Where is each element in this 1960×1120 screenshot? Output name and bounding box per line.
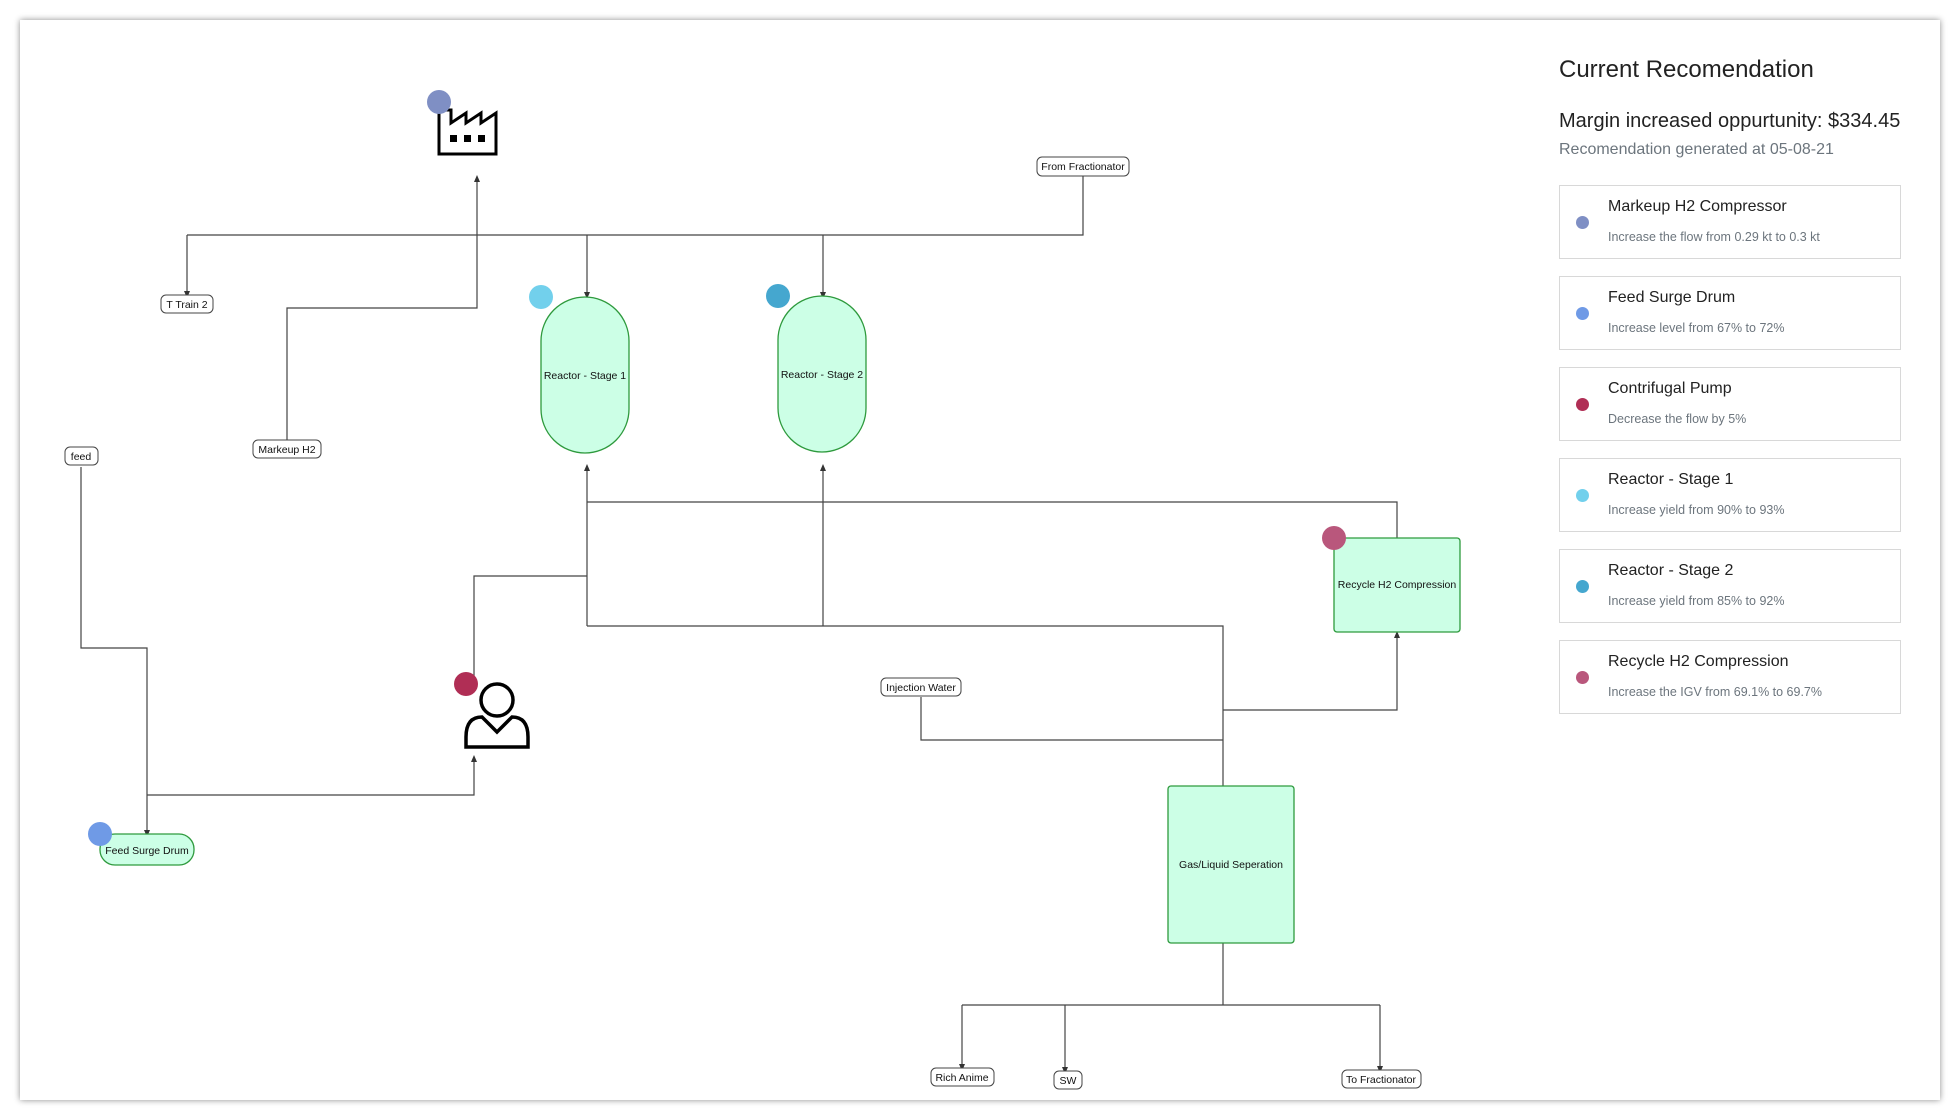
status-dot (1576, 671, 1589, 684)
card-description: Decrease the flow by 5% (1608, 412, 1747, 426)
line-feed-to-surge (80, 467, 150, 837)
gas-liquid-separation[interactable]: Gas/Liquid Seperation (1167, 785, 1295, 944)
line-markeup-to-factory (286, 175, 480, 440)
tag-rich-anime-label: Rich Anime (935, 1072, 988, 1084)
gas-liquid-separation-shape (1167, 785, 1295, 944)
recommendation-card[interactable]: Reactor - Stage 1 Increase yield from 90… (1559, 458, 1901, 532)
tag-from-fractionator-label: From Fractionator (1041, 161, 1125, 173)
card-title: Reactor - Stage 1 (1608, 471, 1734, 488)
feed-surge-drum[interactable]: Feed Surge Drum (99, 833, 195, 866)
recycle-h2-compression-shape (1333, 537, 1461, 633)
status-dot (1576, 307, 1589, 320)
tag-from-fractionator[interactable]: From Fractionator (1036, 156, 1130, 177)
reactor-2-status-dot (766, 284, 790, 308)
reactor-stage-1-label: Reactor - Stage 1 (544, 370, 626, 382)
person-icon[interactable] (464, 682, 530, 749)
card-title: Feed Surge Drum (1608, 289, 1736, 306)
tag-markeup-h2[interactable]: Markeup H2 (252, 439, 322, 459)
status-dot (1576, 216, 1589, 229)
recommendation-panel: Current Recomendation Margin increased o… (1559, 56, 1901, 731)
status-dot (1576, 580, 1589, 593)
line-recycle-return (587, 501, 1398, 538)
card-title: Recycle H2 Compression (1608, 653, 1789, 670)
recommendation-card[interactable]: Markeup H2 Compressor Increase the flow … (1559, 185, 1901, 259)
card-description: Increase the flow from 0.29 kt to 0.3 kt (1608, 230, 1820, 244)
recommendation-card[interactable]: Reactor - Stage 2 Increase yield from 85… (1559, 549, 1901, 623)
generated-timestamp: Recomendation generated at 05-08-21 (1559, 141, 1834, 158)
tag-markeup-h2-label: Markeup H2 (258, 444, 315, 456)
tag-feed-label: feed (71, 451, 92, 463)
top-header-line (187, 172, 1084, 236)
line-to-recycle-compressor (1223, 631, 1400, 711)
card-description: Increase the IGV from 69.1% to 69.7% (1608, 685, 1823, 699)
tag-sw[interactable]: SW (1053, 1070, 1083, 1090)
reactor-stage-1-shape (540, 296, 630, 454)
line-effluent-to-separator (587, 625, 1226, 793)
tag-injection-water[interactable]: Injection Water (880, 677, 962, 697)
feed-surge-status-dot (88, 822, 112, 846)
recommendation-card[interactable]: Contrifugal Pump Decrease the flow by 5% (1559, 367, 1901, 441)
recommendation-card[interactable]: Recycle H2 Compression Increase the IGV … (1559, 640, 1901, 714)
pipe-lines (80, 172, 1400, 1074)
markeup-h2-status-dot (427, 90, 451, 114)
reactor-stage-1[interactable]: Reactor - Stage 1 (540, 296, 630, 454)
tag-injection-water-label: Injection Water (886, 682, 956, 694)
status-dot (1576, 489, 1589, 502)
recycle-status-dot (1322, 526, 1346, 550)
line-pump-to-reactors (473, 575, 587, 678)
tag-t-train-2[interactable]: T Train 2 (160, 294, 214, 314)
card-description: Increase yield from 85% to 92% (1608, 594, 1785, 608)
card-description: Increase yield from 90% to 93% (1608, 503, 1785, 517)
tag-rich-anime[interactable]: Rich Anime (930, 1067, 995, 1087)
card-title: Contrifugal Pump (1608, 380, 1732, 397)
reactor-stage-2-shape (777, 295, 867, 453)
tag-to-fractionator[interactable]: To Fractionator (1341, 1069, 1422, 1089)
card-title: Reactor - Stage 2 (1608, 562, 1734, 579)
tag-feed[interactable]: feed (64, 446, 99, 466)
card-title: Markeup H2 Compressor (1608, 198, 1787, 215)
gas-liquid-separation-label: Gas/Liquid Seperation (1179, 859, 1283, 871)
tag-to-fractionator-label: To Fractionator (1346, 1074, 1417, 1086)
recycle-h2-compression[interactable]: Recycle H2 Compression (1333, 537, 1461, 633)
process-flow-diagram: Reactor - Stage 1 Reactor - Stage 2 Recy… (64, 90, 1461, 1090)
tag-t-train-2-label: T Train 2 (166, 299, 207, 311)
reactor-stage-2-label: Reactor - Stage 2 (781, 369, 863, 381)
status-dot (1576, 398, 1589, 411)
reactor-1-status-dot (529, 285, 553, 309)
feed-surge-drum-label: Feed Surge Drum (105, 845, 189, 857)
pump-status-dot (454, 672, 478, 696)
factory-icon[interactable] (437, 108, 498, 156)
margin-opportunity: Margin increased oppurtunity: $334.45 (1559, 110, 1901, 132)
main-frame: Reactor - Stage 1 Reactor - Stage 2 Recy… (20, 20, 1940, 1100)
tag-sw-label: SW (1060, 1075, 1077, 1087)
card-description: Increase level from 67% to 72% (1608, 321, 1785, 335)
line-surge-to-pump (147, 755, 477, 796)
feed-surge-drum-shape (99, 833, 195, 866)
panel-title: Current Recomendation (1559, 56, 1814, 83)
line-injection-water (920, 697, 1223, 741)
recommendation-card[interactable]: Feed Surge Drum Increase level from 67% … (1559, 276, 1901, 350)
reactor-stage-2[interactable]: Reactor - Stage 2 (777, 295, 867, 453)
recycle-h2-compression-label: Recycle H2 Compression (1338, 579, 1457, 591)
